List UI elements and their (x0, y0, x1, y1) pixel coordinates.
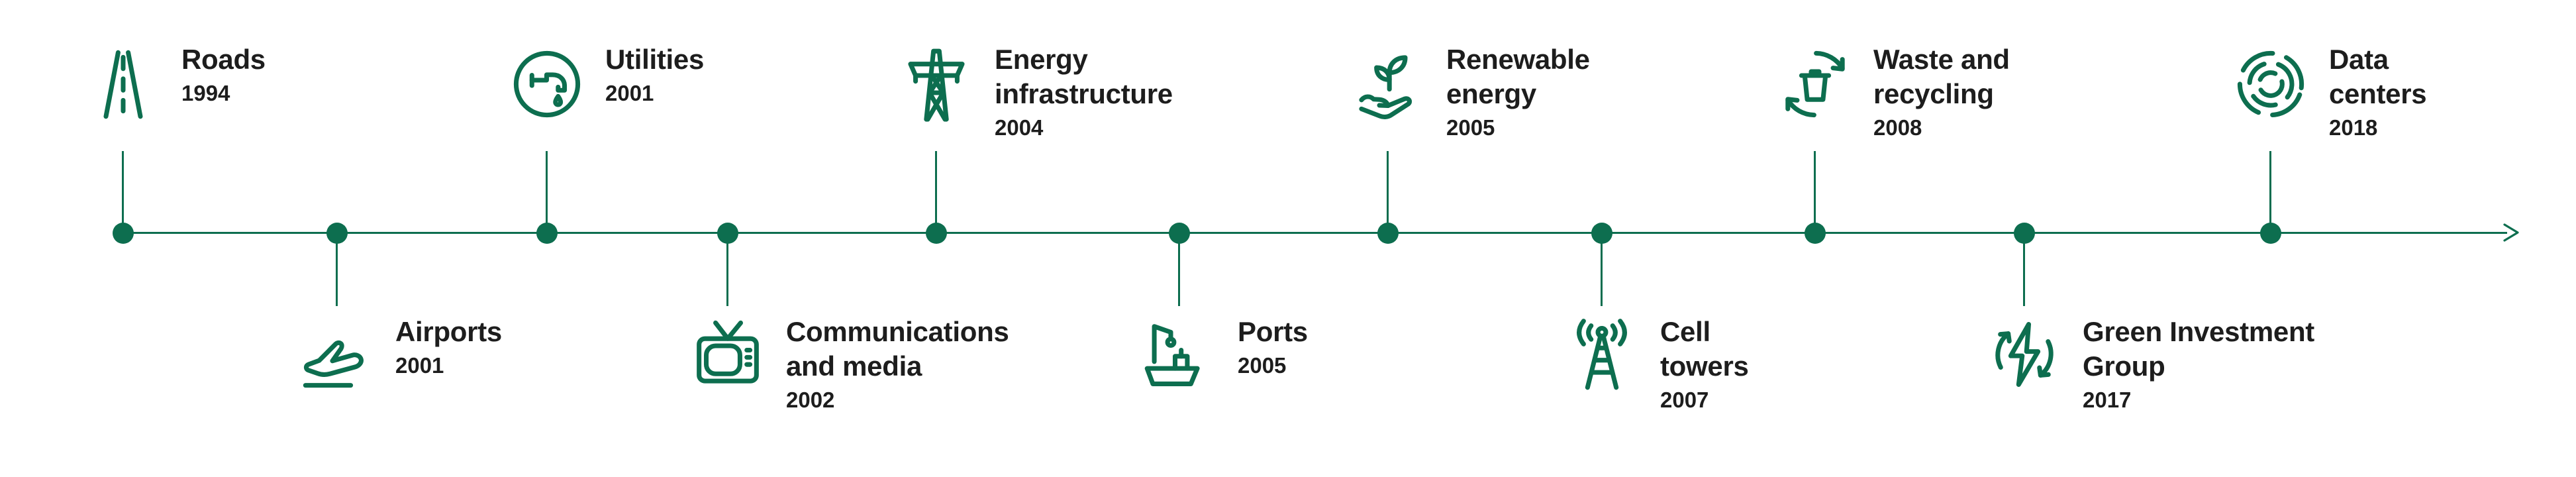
item-year: 2007 (1660, 388, 1709, 412)
item-label: Cell towers (1660, 316, 1749, 382)
timeline-connector (546, 151, 548, 233)
item-text: Cell towers 2007 (1660, 315, 1776, 413)
item-year: 2005 (1446, 115, 1495, 140)
item-label: Renewable energy (1446, 44, 1590, 109)
airplane-icon (294, 311, 380, 398)
cell-tower-icon (1559, 311, 1645, 398)
timeline-connector (2269, 151, 2271, 233)
timeline-dot (1591, 223, 1612, 244)
item-year: 2008 (1873, 115, 1922, 140)
timeline-dot (717, 223, 738, 244)
timeline-dot (926, 223, 947, 244)
road-icon (80, 41, 166, 127)
timeline-dot (1805, 223, 1826, 244)
timeline-connector (1178, 233, 1180, 306)
item-label: Energy infrastructure (995, 44, 1173, 109)
timeline-connector (935, 151, 937, 233)
timeline-connector (1387, 151, 1389, 233)
timeline-dot (1169, 223, 1190, 244)
item-text: Data centers 2018 (2329, 42, 2452, 141)
data-rings-icon (2228, 41, 2314, 127)
tv-icon (685, 311, 771, 398)
item-text: Utilities 2001 (605, 42, 704, 107)
item-text: Renewable energy 2005 (1446, 42, 1625, 141)
item-text: Roads 1994 (181, 42, 266, 107)
timeline-arrow-icon (2503, 223, 2519, 242)
transmission-tower-icon (893, 41, 979, 127)
energy-cycle-icon (1981, 311, 2067, 398)
item-text: Energy infrastructure 2004 (995, 42, 1220, 141)
recycle-bin-icon (1772, 41, 1858, 127)
item-year: 2004 (995, 115, 1044, 140)
timeline-dot (536, 223, 558, 244)
timeline-dot (326, 223, 348, 244)
timeline-connector (1601, 233, 1603, 306)
timeline-dot (1377, 223, 1399, 244)
item-text: Communications and media 2002 (786, 315, 1044, 413)
item-year: 2018 (2329, 115, 2378, 140)
timeline-connector (122, 151, 124, 233)
timeline-dot (113, 223, 134, 244)
item-year: 2001 (395, 353, 444, 378)
timeline-axis (123, 232, 2507, 234)
timeline-connector (726, 233, 728, 306)
item-text: Waste and recycling 2008 (1873, 42, 2039, 141)
ship-crane-icon (1136, 311, 1222, 398)
item-label: Data centers (2329, 44, 2427, 109)
item-year: 1994 (181, 81, 230, 105)
item-text: Airports 2001 (395, 315, 502, 379)
item-label: Airports (395, 316, 502, 347)
timeline-dot (2014, 223, 2035, 244)
item-year: 2017 (2083, 388, 2132, 412)
item-label: Waste and recycling (1873, 44, 2010, 109)
timeline-connector (2023, 233, 2025, 306)
item-year: 2005 (1238, 353, 1287, 378)
item-label: Communications and media (786, 316, 1009, 382)
item-text: Green Investment Group 2017 (2083, 315, 2354, 413)
item-text: Ports 2005 (1238, 315, 1308, 379)
utility-tap-icon (504, 41, 590, 127)
item-label: Roads (181, 44, 266, 75)
item-label: Ports (1238, 316, 1308, 347)
hand-sprout-icon (1345, 41, 1431, 127)
item-label: Utilities (605, 44, 704, 75)
item-year: 2002 (786, 388, 835, 412)
timeline-dot (2260, 223, 2281, 244)
timeline-connector (1814, 151, 1816, 233)
timeline-connector (336, 233, 338, 306)
item-label: Green Investment Group (2083, 316, 2314, 382)
item-year: 2001 (605, 81, 654, 105)
